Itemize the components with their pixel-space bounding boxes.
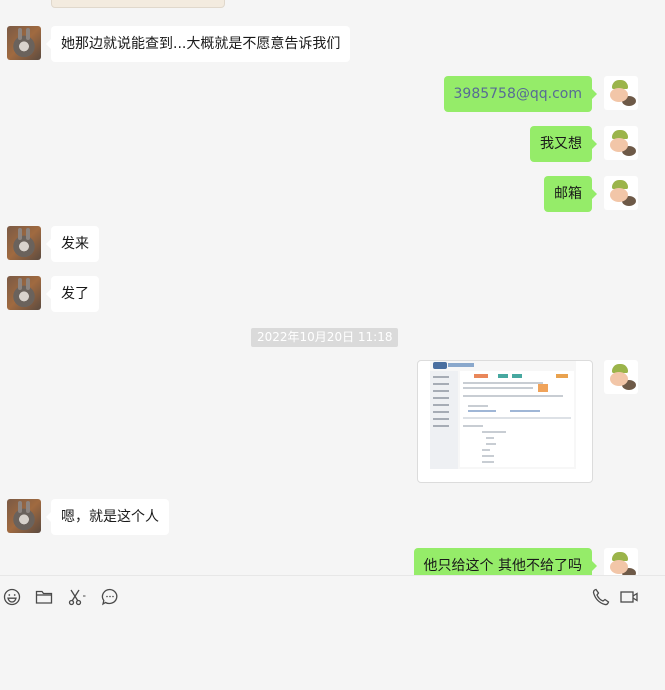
thumbnail-line [468,405,488,407]
my-avatar[interactable] [604,126,638,160]
message-input-area[interactable] [0,575,665,690]
received-message[interactable]: 嗯，就是这个人 [46,499,169,535]
received-message[interactable]: 她那边就说能查到...大概就是不愿意告诉我们 [45,26,351,62]
thumbnail-tab [556,374,568,378]
thumbnail-button [538,384,548,392]
thumbnail-line [463,417,571,419]
thumbnail-line [482,449,490,451]
image-thumbnail [430,361,576,469]
received-message[interactable]: 发了 [46,276,99,312]
thumbnail-line [463,425,483,427]
thumbnail-line [463,382,543,384]
thumbnail-line [510,410,540,412]
phone-icon[interactable] [591,587,611,607]
thumbnail-tab [474,374,488,378]
previous-message-card[interactable] [51,0,225,8]
thumbnail-line [482,455,494,457]
sent-message[interactable]: 我又想 [530,126,597,162]
chat-history-icon[interactable] [100,587,120,607]
thumbnail-line [486,437,494,439]
thumbnail-tab [498,374,508,378]
thumbnail-line [463,395,563,397]
scissors-icon[interactable] [67,587,87,607]
video-call-icon[interactable] [620,587,640,607]
thumbnail-tab [512,374,522,378]
sent-message[interactable]: 邮箱 [544,176,597,212]
folder-icon[interactable] [34,587,54,607]
my-avatar[interactable] [604,360,638,394]
sent-message[interactable]: 他只给这个 其他不给了吗 [413,548,598,575]
thumbnail-logo-text [448,363,474,367]
thumbnail-main [460,371,574,467]
emoji-icon[interactable] [2,587,22,607]
sent-message-email[interactable]: 3985758@qq.com [443,76,598,112]
sent-image-message[interactable] [417,360,593,483]
my-avatar[interactable] [604,176,638,210]
my-avatar[interactable] [604,76,638,110]
received-message[interactable]: 发来 [46,226,99,262]
chat-message-area[interactable]: 她那边就说能查到...大概就是不愿意告诉我们 3985758@qq.com 我又… [0,0,665,575]
my-avatar[interactable] [604,548,638,575]
message-timestamp: 2022年10月20日 11:18 [251,328,399,347]
thumbnail-line [468,410,496,412]
thumbnail-line [482,431,506,433]
thumbnail-line [486,443,496,445]
contact-avatar[interactable] [7,499,41,533]
contact-avatar[interactable] [7,226,41,260]
thumbnail-logo [433,362,447,369]
thumbnail-sidebar [430,371,458,469]
thumbnail-line [482,461,494,463]
thumbnail-line [463,387,533,389]
contact-avatar[interactable] [7,276,41,310]
contact-avatar[interactable] [7,26,41,60]
